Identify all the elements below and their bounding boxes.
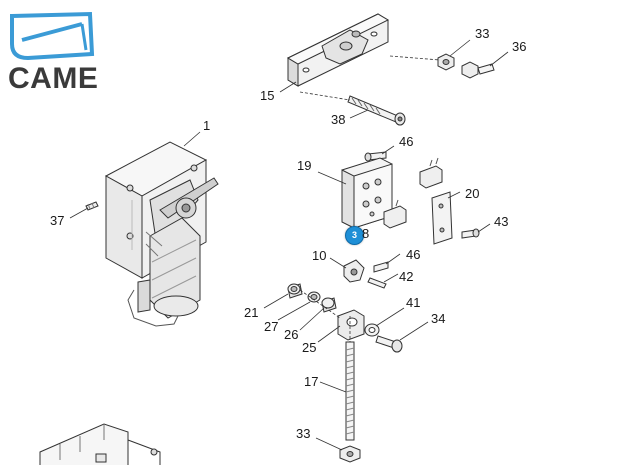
brand-name: CAME (8, 62, 99, 95)
part-20-plate (432, 192, 452, 244)
callout-46-lower: 46 (406, 247, 421, 262)
callout-27: 27 (264, 319, 279, 334)
came-logo-icon (8, 10, 96, 62)
part-36-bolt (462, 62, 494, 78)
part-46-screw-upper (365, 152, 386, 161)
base-frame-partial (40, 424, 160, 465)
part-17-threaded-rod (346, 342, 354, 440)
part-46-screw-lower (374, 262, 388, 272)
part-microswitch-mid (384, 200, 406, 228)
part-microswitch-top (420, 158, 442, 188)
callout-43: 43 (494, 214, 509, 229)
part-10-cam (344, 260, 364, 282)
callout-1: 1 (203, 118, 211, 133)
part-27-spacer (308, 292, 320, 302)
part-25-block (338, 310, 364, 340)
callout-26: 26 (284, 327, 299, 342)
part-26-bushing (322, 298, 336, 312)
part-21-bushing (288, 284, 302, 298)
part-15-bracket (288, 14, 388, 86)
part-34-bolt (376, 336, 402, 352)
callout-36: 36 (512, 39, 527, 54)
callout-21: 21 (244, 305, 259, 320)
callout-17: 17 (304, 374, 319, 389)
part-41-washer (365, 324, 379, 336)
callout-10: 10 (312, 248, 327, 263)
part-3-hotspot[interactable]: 3 (345, 226, 364, 245)
part-33-nut-top (438, 54, 454, 70)
callout-25: 25 (302, 340, 317, 355)
part-33-nut-bottom (340, 446, 360, 462)
callout-33-bottom: 33 (296, 426, 311, 441)
part-19-bracket (342, 158, 392, 228)
callout-19: 19 (297, 158, 312, 173)
part-38-screw (348, 96, 405, 125)
callout-37: 37 (50, 213, 65, 228)
callout-15: 15 (260, 88, 275, 103)
callout-38: 38 (331, 112, 346, 127)
callout-8: 8 (362, 226, 370, 241)
part-1-gearmotor (106, 142, 218, 326)
callout-42: 42 (399, 269, 414, 284)
callout-41: 41 (406, 295, 421, 310)
callout-20: 20 (465, 186, 480, 201)
callout-46-upper: 46 (399, 134, 414, 149)
callout-34: 34 (431, 311, 446, 326)
part-42-pin (368, 278, 386, 288)
callout-33-top: 33 (475, 26, 490, 41)
